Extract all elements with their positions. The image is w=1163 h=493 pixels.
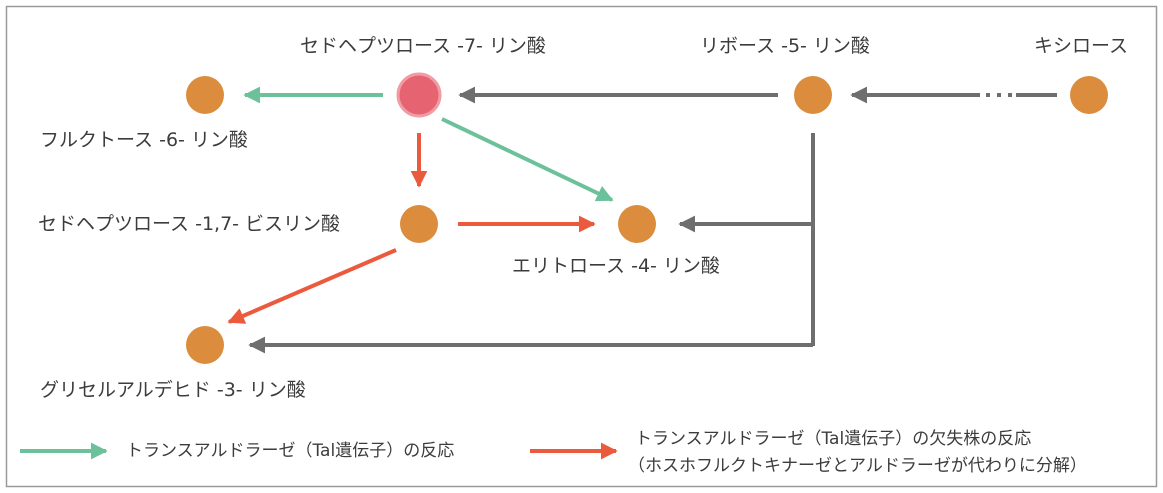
node-glyceraldehyde-3p [186,326,224,364]
legend-mutant-label-line1: トランスアルドラーゼ（Tal遺伝子）の欠失株の反応 [635,429,1032,449]
label-erythrose-4p: エリトロース -4- リン酸 [512,255,720,277]
figure-border [5,5,1158,488]
label-xylose: キシロース [1034,35,1129,57]
normal-arrows [243,86,614,202]
nodes [186,72,1108,364]
legend-normal-label: トランスアルドラーゼ（Tal遺伝子）の反応 [126,441,455,461]
shared-arrows [248,86,1057,354]
label-ribose-5p: リボース -5- リン酸 [700,35,870,57]
label-sedoheptulose-7p: セドヘプツロース -7- リン酸 [300,35,546,57]
node-ribose-5p [794,76,832,114]
node-sedoheptulose-7p [396,72,442,118]
label-fructose-6p: フルクトース -6- リン酸 [40,129,248,151]
label-sedoheptulose-17bp: セドヘプツロース -1,7- ビスリン酸 [38,213,341,235]
arrow-bisphosphate-to-glyceraldehyde [227,248,397,324]
node-fructose-6p [186,76,224,114]
mutant-arrows [227,133,596,324]
arrow-sedoheptulose-to-erythrose [441,117,614,202]
node-sedoheptulose-17bp [400,205,438,243]
node-erythrose-4p [618,205,656,243]
legend-mutant-label-line2: （ホスホフルクトキナーゼとアルドラーゼが代わりに分解） [628,456,1087,476]
label-glyceraldehyde-3p: グリセルアルデヒド -3- リン酸 [40,379,306,401]
node-xylose [1070,76,1108,114]
